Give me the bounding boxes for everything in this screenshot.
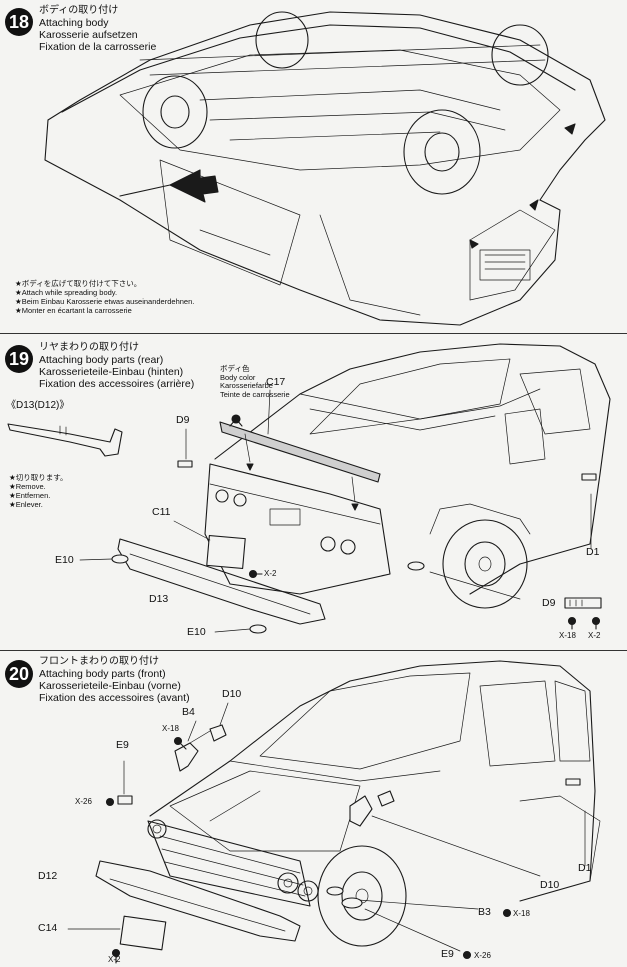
step-19-title-fr: Fixation des accessoires (arrière) xyxy=(39,378,195,390)
body-color-jp: ボディ色 xyxy=(220,364,250,373)
part-c14: C14 xyxy=(38,922,58,934)
step-18-note-de: ★Beim Einbau Karosserie etwas auseinande… xyxy=(15,297,195,306)
part-d1: D1 xyxy=(586,546,600,558)
step-18-note: ★ボディを広げて取り付けて下さい。 ★Attach while spreadin… xyxy=(15,279,194,315)
step-19-number: 19 xyxy=(5,345,33,373)
part-d9-top: D9 xyxy=(176,414,190,426)
step-18-title-en: Attaching body xyxy=(39,17,109,29)
step-20-section: 20 フロントまわりの取り付け Attaching body parts (fr… xyxy=(0,651,627,967)
step-19-section: 19 リヤまわりの取り付け Attaching body parts (rear… xyxy=(0,334,627,650)
step-20-title-fr: Fixation des accessoires (avant) xyxy=(39,692,190,704)
cut-note-fr: ★Enlever. xyxy=(9,500,43,509)
step-19-title-jp: リヤまわりの取り付け xyxy=(39,342,139,353)
body-color-en: Body color xyxy=(220,372,256,382)
part-e9-bottom: E9 xyxy=(441,948,454,960)
part-e10-bottom: E10 xyxy=(187,626,206,638)
body-color-note: ボディ色 Body color Karosseriefarbe Teinte d… xyxy=(220,364,290,399)
step-18-note-en: ★Attach while spreading body. xyxy=(15,288,118,297)
step-18-illustration xyxy=(44,11,606,326)
part-c11: C11 xyxy=(152,506,171,518)
step-18-note-jp: ★ボディを広げて取り付けて下さい。 xyxy=(15,279,142,288)
screw-c11: X-2 xyxy=(264,569,277,578)
part-d12: D12 xyxy=(38,870,58,882)
cut-note-de: ★Entfernen. xyxy=(9,491,51,500)
part-d10-right: D10 xyxy=(540,879,560,891)
step-20-titles: フロントまわりの取り付け Attaching body parts (front… xyxy=(39,656,190,704)
step-20-number: 20 xyxy=(5,660,33,688)
part-d1: D1 xyxy=(578,862,592,874)
part-c17: C17 xyxy=(266,376,286,388)
inset-label: 《D13(D12)》 xyxy=(6,400,70,411)
screw-c14: X-2 xyxy=(108,955,121,964)
body-color-fr: Teinte de carrosserie xyxy=(220,389,290,399)
screw-d9-b: X-2 xyxy=(588,631,601,640)
step-18-title-fr: Fixation de la carrosserie xyxy=(39,41,157,53)
part-b3: B3 xyxy=(478,906,491,918)
step-20-title-en: Attaching body parts (front) xyxy=(39,668,166,680)
cut-note: ★切り取ります。 ★Remove. ★Entfernen. ★Enlever. xyxy=(9,473,67,509)
part-e10-left: E10 xyxy=(55,554,74,566)
screw-e9-bottom: X-26 xyxy=(474,951,491,960)
step-18-section: 18 ボディの取り付け Attaching body Karosserie au… xyxy=(0,0,627,333)
cut-note-jp: ★切り取ります。 xyxy=(9,473,68,482)
step-19-titles: リヤまわりの取り付け Attaching body parts (rear) K… xyxy=(39,342,194,390)
cut-note-en: ★Remove. xyxy=(9,482,46,491)
screw-b3: X-18 xyxy=(513,909,530,918)
divider-19-20 xyxy=(0,650,627,651)
step-18-number: 18 xyxy=(5,8,33,36)
step-20-title-de: Karosserieteile-Einbau (vorne) xyxy=(39,680,181,692)
body-color-de: Karosseriefarbe xyxy=(220,381,273,390)
step-19-title-de: Karosserieteile-Einbau (hinten) xyxy=(39,366,184,378)
part-e9-top: E9 xyxy=(116,739,129,751)
step-18-title-jp: ボディの取り付け xyxy=(39,5,119,16)
step-18-titles: ボディの取り付け Attaching body Karosserie aufse… xyxy=(39,5,156,53)
step-18-note-fr: ★Monter en écartant la carrosserie xyxy=(15,306,132,315)
part-d13: D13 xyxy=(149,593,169,605)
screw-e9: X-26 xyxy=(75,797,92,806)
part-d10-top: D10 xyxy=(222,688,242,700)
divider-18-19 xyxy=(0,333,627,334)
step-20-title-jp: フロントまわりの取り付け xyxy=(39,656,159,667)
step-18-title-de: Karosserie aufsetzen xyxy=(39,29,138,41)
step-19-illustration xyxy=(7,343,611,634)
part-d9-right: D9 xyxy=(542,597,556,609)
screw-d9-a: X-18 xyxy=(559,631,576,640)
screw-b4: X-18 xyxy=(162,724,179,733)
step-19-title-en: Attaching body parts (rear) xyxy=(39,354,164,366)
part-b4: B4 xyxy=(182,706,195,718)
step-20-illustration xyxy=(67,660,601,964)
